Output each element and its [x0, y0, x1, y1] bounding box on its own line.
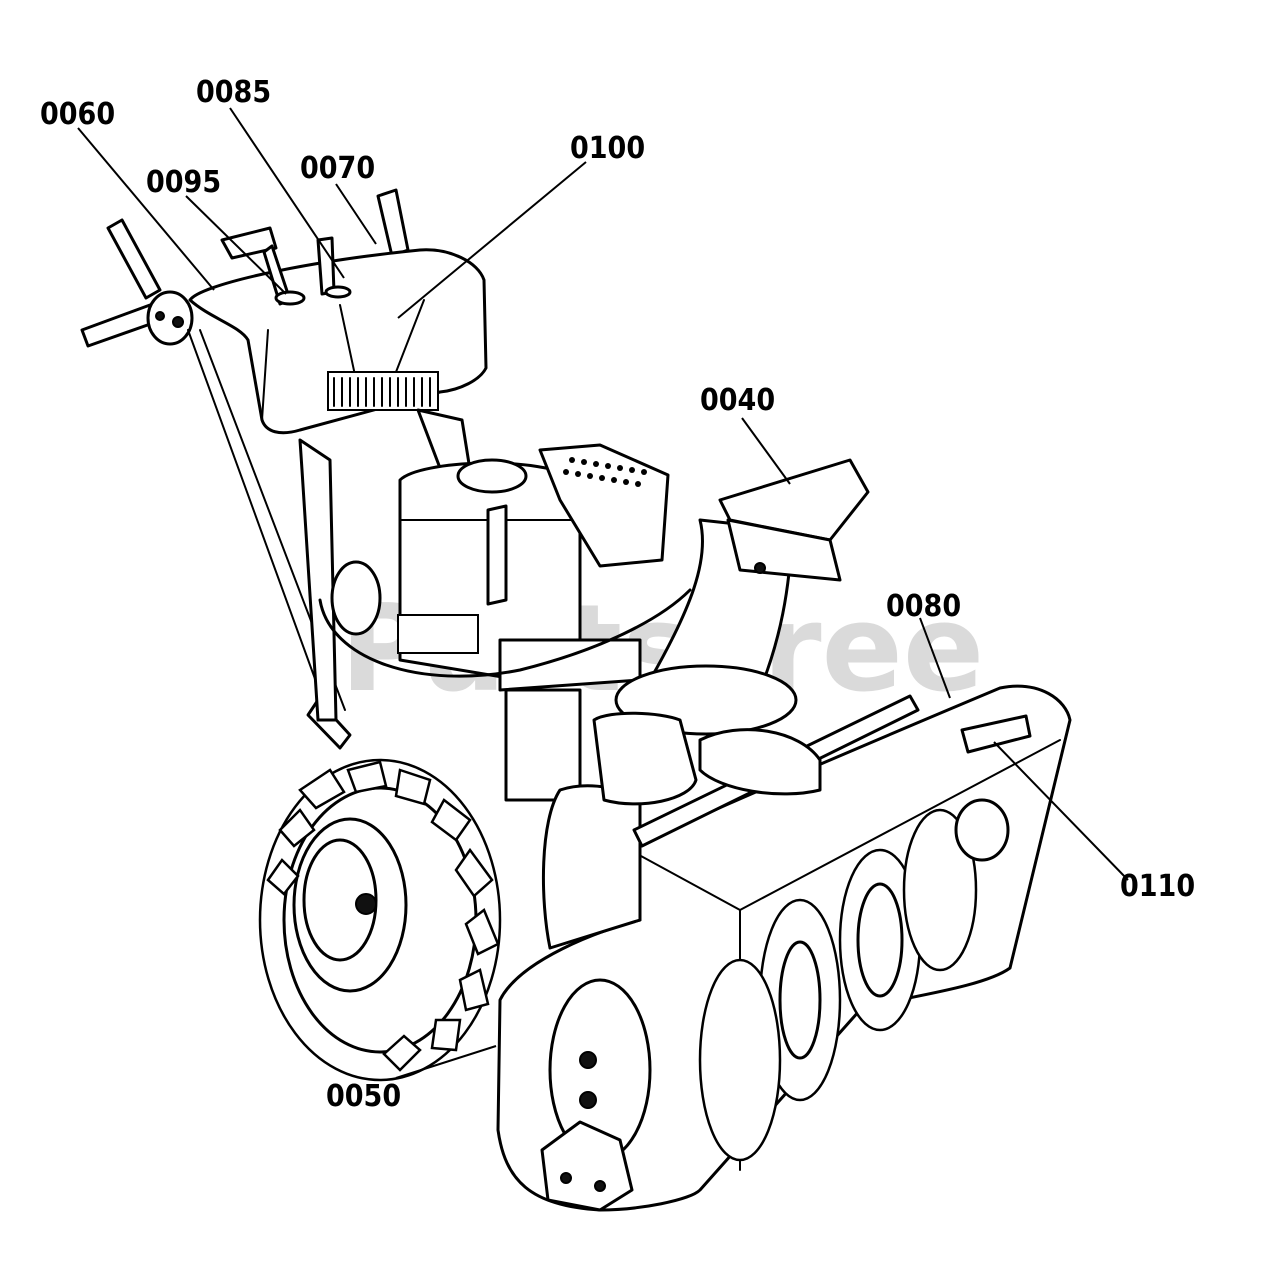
handlebar-left: [80, 218, 194, 348]
auger-housing: [496, 684, 1072, 1212]
callout-0080[interactable]: 0080: [886, 589, 961, 624]
callout-0100[interactable]: 0100: [570, 131, 645, 166]
leader-lines: [77, 107, 1129, 1079]
callout-0050[interactable]: 0050: [326, 1079, 401, 1114]
control-panel: [188, 226, 488, 435]
left-wheel: [258, 758, 502, 1082]
chute-crank: [592, 694, 920, 848]
callout-0070[interactable]: 0070: [300, 151, 375, 186]
callout-0110[interactable]: 0110: [1120, 869, 1195, 904]
handlebar-right: [376, 188, 410, 258]
callout-0085[interactable]: 0085: [196, 75, 271, 110]
engine: [330, 443, 670, 802]
callout-0095[interactable]: 0095: [146, 165, 221, 200]
callouts: 0060 0085 0095 0070 0100 0040 0080 0110 …: [40, 75, 1195, 1114]
snow-blower-illustration: [80, 188, 1072, 1212]
callout-0040[interactable]: 0040: [700, 383, 775, 418]
discharge-chute: [614, 458, 870, 736]
callout-0060[interactable]: 0060: [40, 97, 115, 132]
